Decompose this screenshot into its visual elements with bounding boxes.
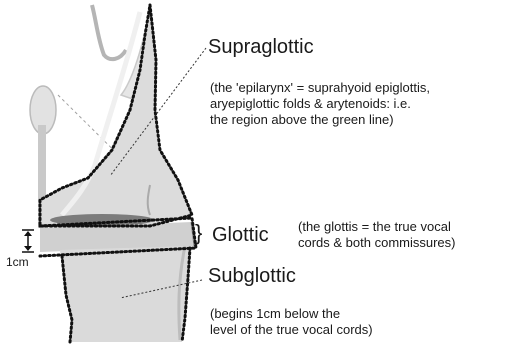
- supraglottic-title: Supraglottic: [208, 36, 314, 58]
- subglottic-tissue: [60, 246, 190, 342]
- subglottic-note: (begins 1cm below the level of the true …: [210, 306, 373, 338]
- larynx-tissue: [40, 5, 195, 342]
- glottic-title: Glottic: [212, 224, 269, 246]
- hyoid-curve: [92, 5, 126, 59]
- supraglottic-note: (the 'epilarynx' = suprahyoid epiglottis…: [210, 80, 430, 128]
- scale-arrow-up: [24, 231, 32, 236]
- scale-label: 1cm: [6, 255, 29, 269]
- scale-arrow-down: [24, 246, 32, 251]
- glottic-brace: }: [195, 222, 202, 244]
- supraglottic-tissue: [40, 5, 192, 226]
- glottic-note: (the glottis = the true vocal cords & bo…: [298, 219, 456, 251]
- subglottic-title: Subglottic: [208, 265, 296, 287]
- scale-bar: [22, 230, 34, 252]
